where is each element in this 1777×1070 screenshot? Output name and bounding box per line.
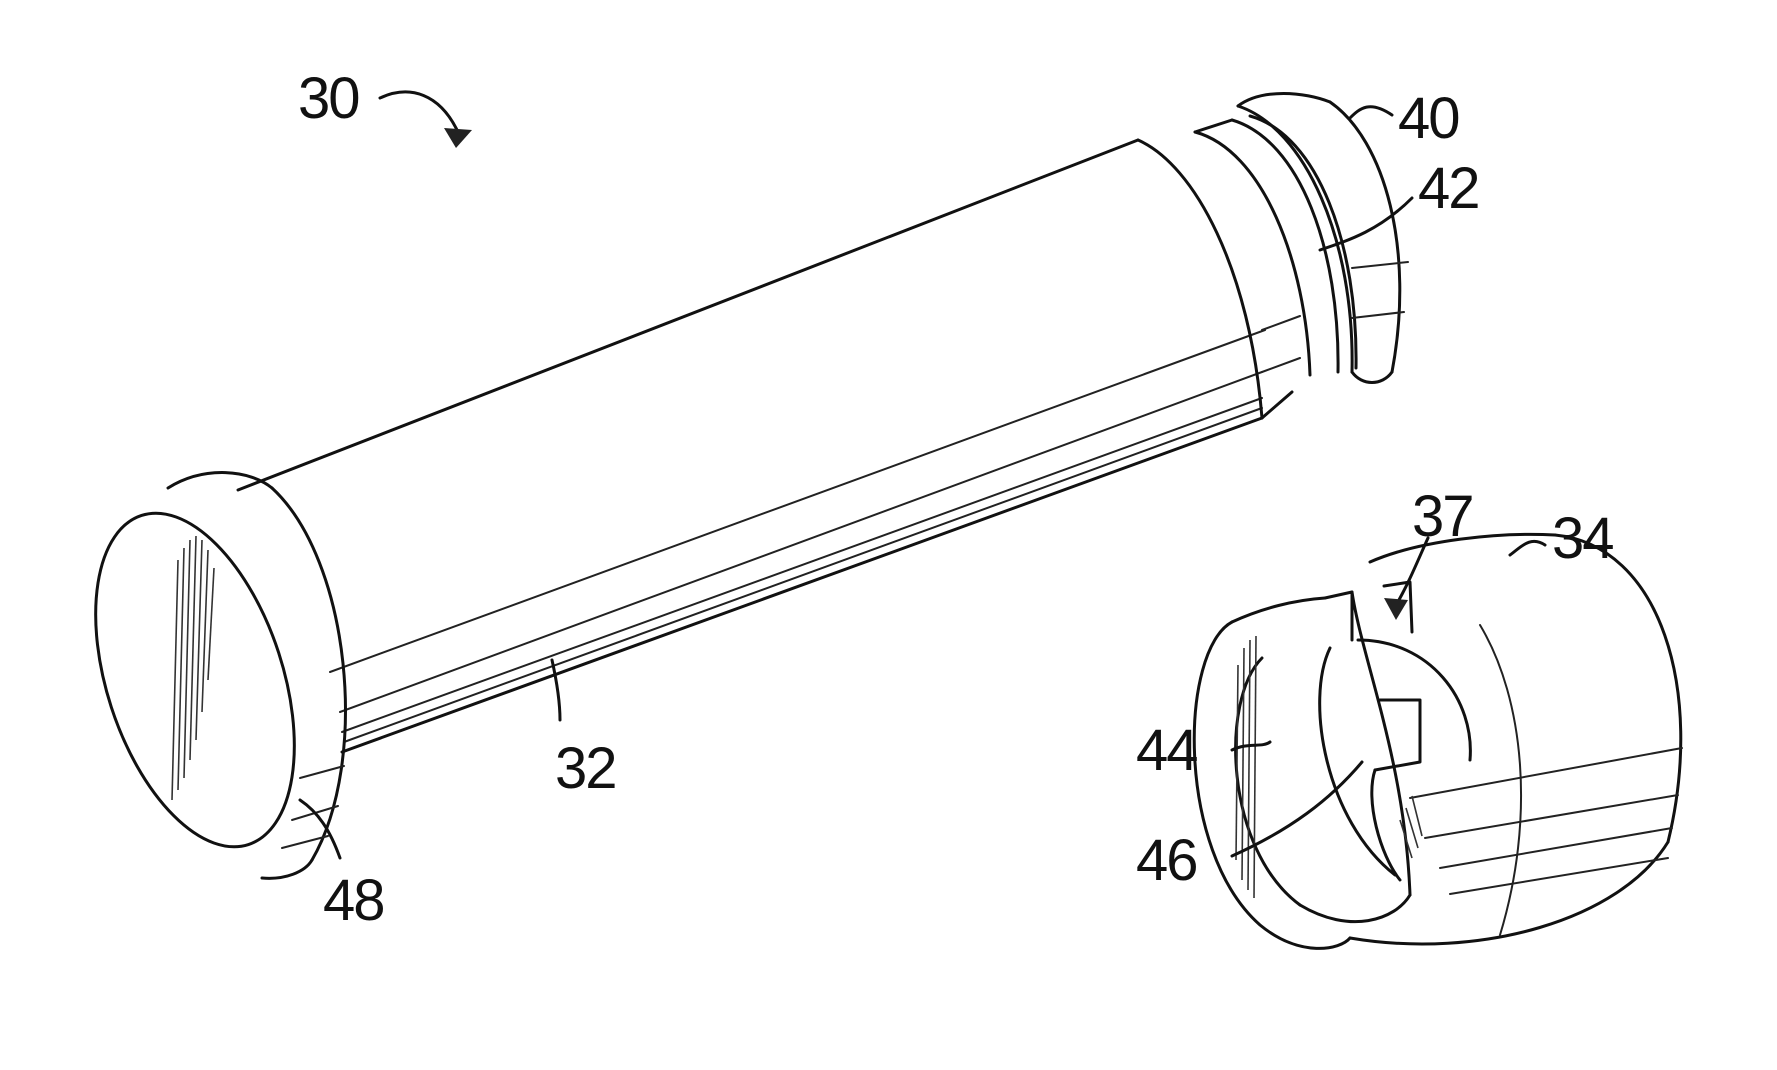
label-collar-34: 34: [1552, 510, 1613, 568]
shaft-neck: [1195, 116, 1356, 418]
label-slot-37: 37: [1412, 488, 1473, 546]
label-shaft-32: 32: [555, 740, 616, 798]
label-keyway-46: 46: [1136, 832, 1197, 890]
shaft-head: [58, 473, 346, 879]
leader-lines: [300, 92, 1545, 858]
label-end-flange-40: 40: [1398, 90, 1459, 148]
label-collar-face-44: 44: [1136, 722, 1197, 780]
shaft-body: [238, 140, 1265, 752]
collar: [1194, 534, 1682, 948]
label-groove-42: 42: [1418, 160, 1479, 218]
label-head-48: 48: [323, 872, 384, 930]
collar-face-hatching: [1236, 636, 1256, 898]
label-assembly-30: 30: [298, 70, 359, 128]
